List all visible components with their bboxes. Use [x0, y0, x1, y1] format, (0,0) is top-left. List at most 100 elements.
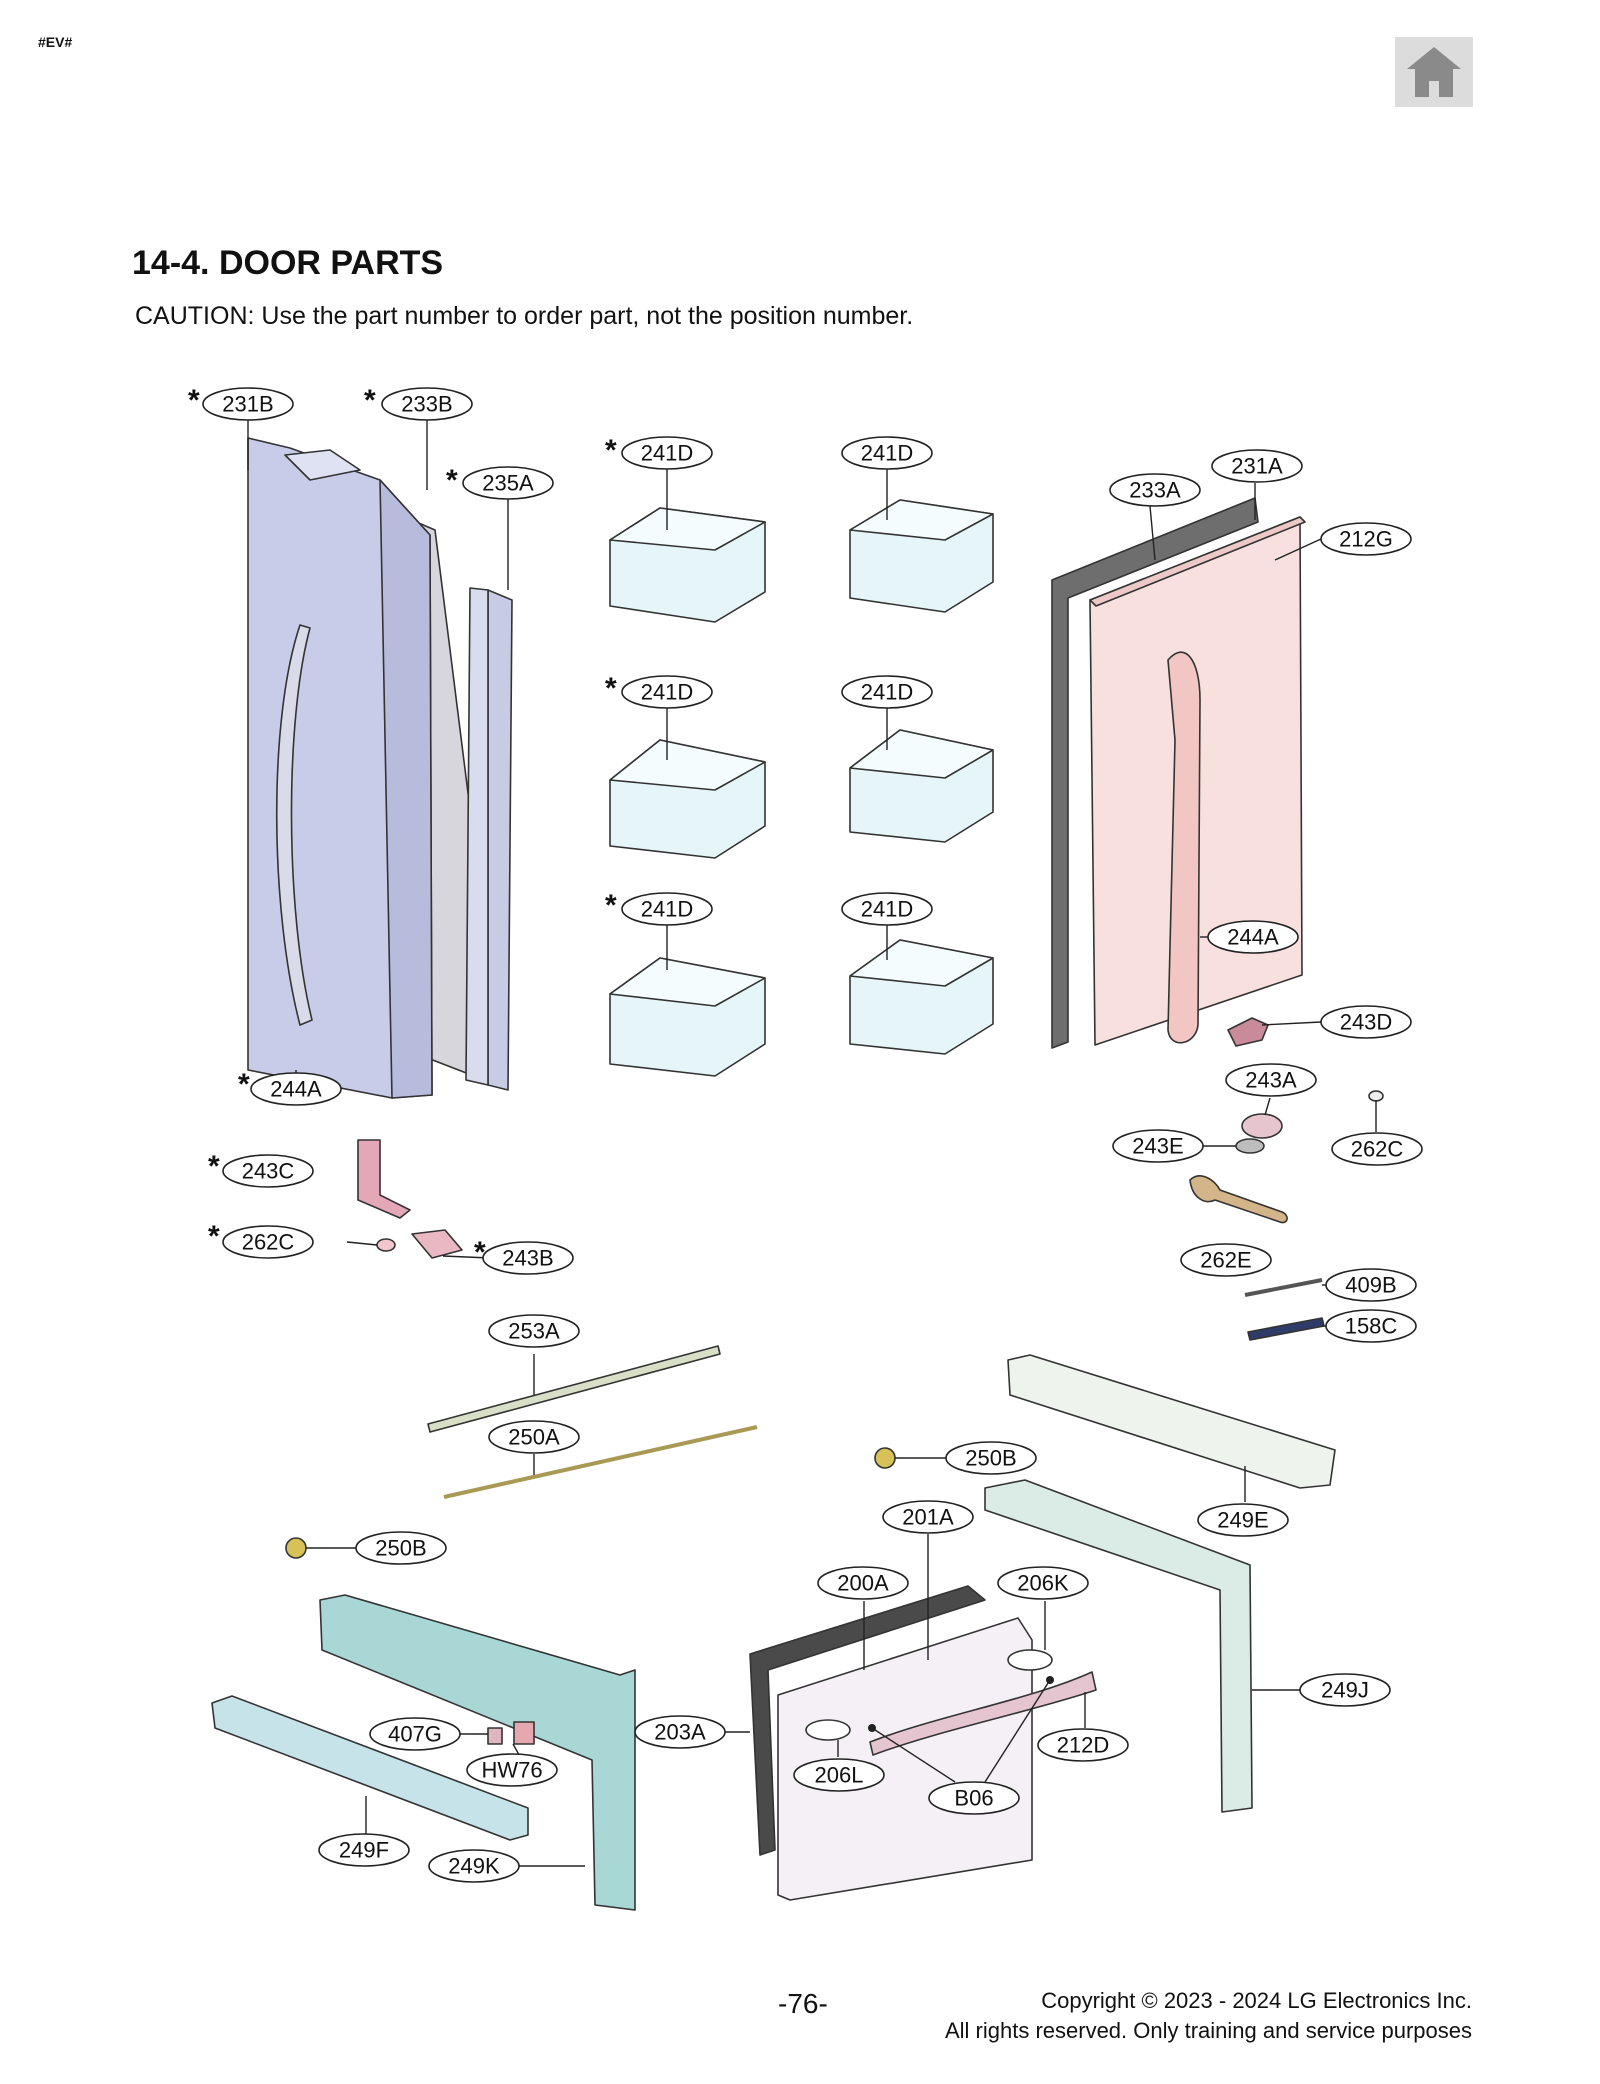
svg-text:233A: 233A: [1129, 478, 1181, 503]
svg-text:231B: 231B: [222, 392, 273, 417]
page-number: -76-: [778, 1988, 828, 2019]
label-206K: 206K: [997, 1566, 1089, 1600]
label-241D-5: 241D: [621, 892, 713, 926]
svg-text:250B: 250B: [965, 1446, 1016, 1471]
hinge-part-243A: [1241, 1113, 1283, 1139]
leader-lines: [247, 419, 1377, 1867]
svg-text:201A: 201A: [902, 1505, 954, 1530]
svg-text:200A: 200A: [837, 1571, 889, 1596]
caution-text: CAUTION: Use the part number to order pa…: [135, 302, 914, 330]
svg-text:241D: 241D: [861, 897, 914, 922]
door-bin-241D-5: [609, 957, 766, 1077]
label-203A: 203A: [634, 1715, 726, 1749]
svg-text:250B: 250B: [375, 1536, 426, 1561]
bar-part-158C: [1247, 1317, 1325, 1341]
svg-text:262C: 262C: [1351, 1137, 1404, 1162]
svg-text:233B: 233B: [401, 392, 452, 417]
svg-text:262C: 262C: [242, 1230, 295, 1255]
svg-text:203A: 203A: [654, 1720, 706, 1745]
svg-text:250A: 250A: [508, 1425, 560, 1450]
label-243C: 243C: [222, 1154, 314, 1188]
label-249E: 249E: [1197, 1503, 1289, 1537]
label-231B: 231B: [202, 387, 294, 421]
label-241D-4: 241D: [841, 675, 933, 709]
svg-text:212G: 212G: [1339, 527, 1393, 552]
svg-text:249F: 249F: [339, 1838, 389, 1863]
svg-text:B06: B06: [954, 1786, 993, 1811]
label-249F: 249F: [318, 1833, 410, 1867]
label-243B: 243B: [482, 1241, 574, 1275]
svg-text:*: *: [208, 1220, 220, 1253]
home-icon: [1407, 47, 1461, 97]
left-door-handle-244A: [275, 624, 313, 1026]
home-button[interactable]: [1395, 37, 1473, 107]
label-262C-left: 262C: [222, 1225, 314, 1259]
svg-text:212D: 212D: [1057, 1733, 1110, 1758]
label-249K: 249K: [428, 1849, 520, 1883]
svg-text:206K: 206K: [1017, 1571, 1069, 1596]
clip-HW76: [513, 1721, 535, 1745]
slide-rail-249K: [319, 1594, 636, 1911]
svg-text:243B: 243B: [502, 1246, 553, 1271]
label-262C-right: 262C: [1331, 1132, 1423, 1166]
shaft-250A: [443, 1425, 758, 1499]
wrench-part-262E: [1189, 1175, 1288, 1224]
pin-part-409B: [1244, 1278, 1323, 1297]
copyright-line-1: Copyright © 2023 - 2024 LG Electronics I…: [1041, 1988, 1472, 2013]
label-231A: 231A: [1211, 449, 1303, 483]
washer-262C-right: [1368, 1090, 1384, 1102]
label-250B-right: 250B: [945, 1441, 1037, 1475]
left-door-panel-231B: [247, 437, 433, 1099]
label-250B-left: 250B: [355, 1531, 447, 1565]
svg-text:*: *: [605, 434, 617, 467]
svg-text:*: *: [188, 384, 200, 417]
label-201A: 201A: [882, 1500, 974, 1534]
svg-text:*: *: [605, 889, 617, 922]
svg-text:407G: 407G: [388, 1722, 442, 1747]
label-200A: 200A: [817, 1566, 909, 1600]
label-253A: 253A: [488, 1314, 580, 1348]
gear-250B-left: [285, 1537, 307, 1559]
svg-text:243C: 243C: [242, 1159, 295, 1184]
svg-text:249K: 249K: [448, 1854, 500, 1879]
clip-407G: [487, 1727, 503, 1745]
drawer-handle-212D: [869, 1671, 1097, 1756]
door-bin-241D-4: [849, 729, 994, 843]
washer-262C-left: [376, 1238, 396, 1252]
svg-text:243A: 243A: [1245, 1068, 1297, 1093]
label-233B: 233B: [381, 387, 473, 421]
label-250A: 250A: [488, 1420, 580, 1454]
svg-text:*: *: [364, 384, 376, 417]
rail-253A: [427, 1345, 721, 1433]
right-door-handle-244A: [1167, 651, 1201, 1044]
label-243D: 243D: [1320, 1005, 1412, 1039]
label-241D-6: 241D: [841, 892, 933, 926]
asterisk-markers: * * * * * * * * * *: [188, 384, 617, 1269]
label-244A-left: 244A: [250, 1072, 342, 1106]
svg-text:*: *: [238, 1068, 250, 1101]
label-409B: 409B: [1325, 1268, 1417, 1302]
label-241D-1: 241D: [621, 436, 713, 470]
door-bin-241D-3: [609, 739, 766, 859]
label-243A: 243A: [1225, 1063, 1317, 1097]
label-249J: 249J: [1299, 1673, 1391, 1707]
label-243E: 243E: [1112, 1129, 1204, 1163]
handle-cap-206L: [805, 1719, 851, 1741]
door-bin-241D-2: [849, 499, 994, 613]
svg-text:206L: 206L: [815, 1763, 864, 1788]
left-door-liner-235A: [465, 587, 513, 1091]
bracket-243C: [357, 1139, 411, 1219]
label-206L: 206L: [793, 1758, 885, 1792]
svg-text:409B: 409B: [1345, 1273, 1396, 1298]
slide-rail-249J: [984, 1479, 1253, 1813]
label-244A-right: 244A: [1207, 920, 1299, 954]
svg-text:253A: 253A: [508, 1319, 560, 1344]
label-407G: 407G: [369, 1717, 461, 1751]
svg-text:231A: 231A: [1231, 454, 1283, 479]
label-241D-2: 241D: [841, 436, 933, 470]
label-212G: 212G: [1320, 522, 1412, 556]
svg-text:244A: 244A: [1227, 925, 1279, 950]
svg-text:241D: 241D: [641, 680, 694, 705]
svg-text:243D: 243D: [1340, 1010, 1393, 1035]
label-212D: 212D: [1037, 1728, 1129, 1762]
